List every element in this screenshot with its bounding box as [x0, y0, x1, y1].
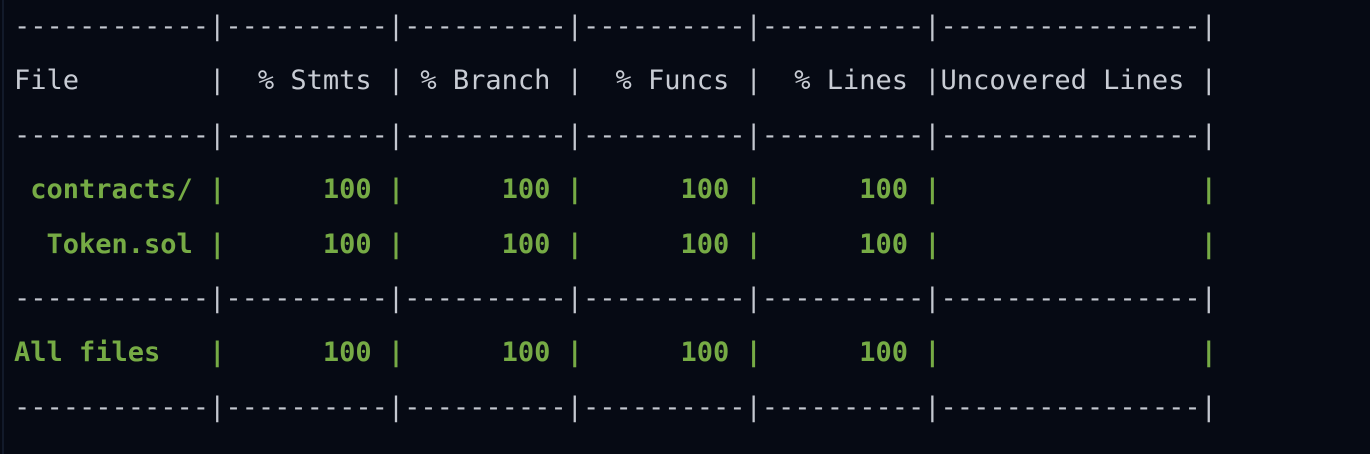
coverage-table: ------------|----------|----------|-----…: [14, 0, 1364, 435]
table-row: Token.sol | 100 | 100 | 100 | 100 | |: [14, 228, 1217, 260]
table-rule-bottom: ------------|----------|----------|-----…: [14, 391, 1217, 423]
table-rule-before-total: ------------|----------|----------|-----…: [14, 282, 1217, 314]
table-rule-after-header: ------------|----------|----------|-----…: [14, 119, 1217, 151]
terminal-left-gutter: [2, 0, 4, 454]
table-header-row: File | % Stmts | % Branch | % Funcs | % …: [14, 65, 1217, 97]
table-rule-top: ------------|----------|----------|-----…: [14, 11, 1217, 42]
table-row: contracts/ | 100 | 100 | 100 | 100 | |: [14, 174, 1217, 206]
table-total-row: All files | 100 | 100 | 100 | 100 | |: [14, 337, 1217, 369]
